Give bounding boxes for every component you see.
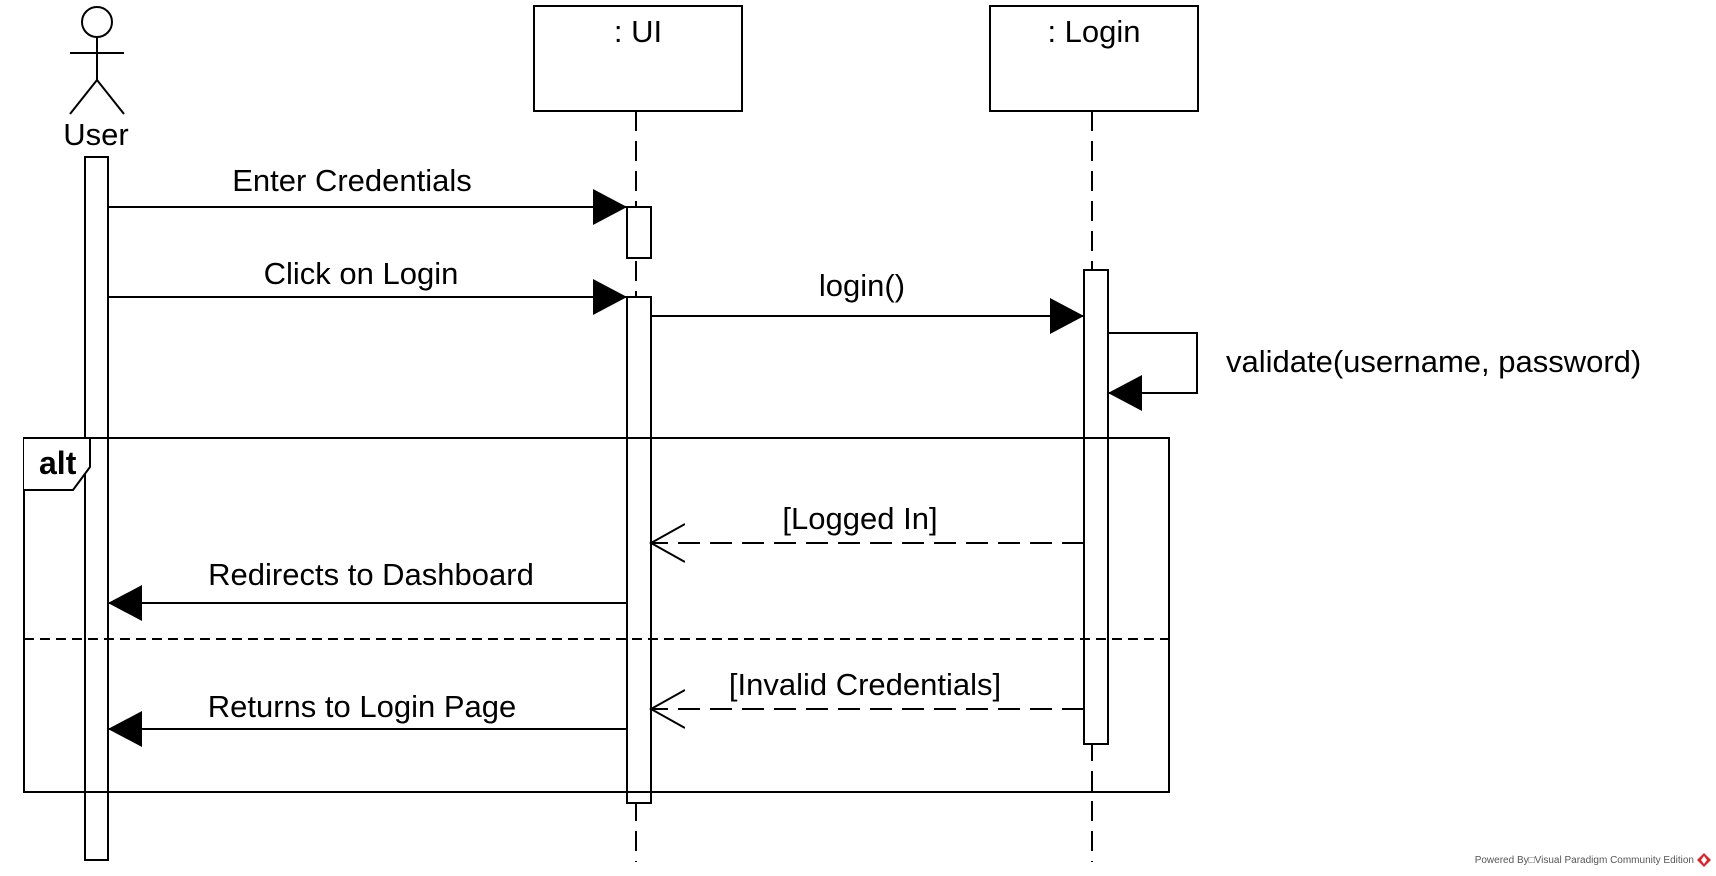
participant-ui-label: : UI xyxy=(614,14,662,49)
participant-login: : Login xyxy=(989,5,1199,112)
participant-login-label: : Login xyxy=(1047,14,1140,49)
message-click-login-label: Click on Login xyxy=(264,256,459,291)
alt-fragment: alt xyxy=(23,437,1170,793)
actor-user-label: User xyxy=(63,117,128,152)
activation-user xyxy=(84,156,109,861)
participant-ui-box xyxy=(533,5,743,112)
message-login-call: login() xyxy=(651,268,1084,334)
participant-login-box xyxy=(989,5,1199,112)
message-invalid-credentials-label: [Invalid Credentials] xyxy=(729,667,1001,702)
message-validate: validate(username, password) xyxy=(1108,332,1641,411)
alt-fragment-tab xyxy=(24,437,91,491)
activation-ui-1 xyxy=(626,206,652,259)
message-logged-in: [Logged In] xyxy=(651,501,1084,543)
powered-by-text: Powered By□Visual Paradigm Community Edi… xyxy=(1475,855,1694,866)
visual-paradigm-logo-icon xyxy=(1697,853,1711,867)
message-validate-label: validate(username, password) xyxy=(1226,344,1641,379)
alt-operator-label: alt xyxy=(39,445,77,481)
actor-user: User xyxy=(63,6,129,152)
message-enter-credentials: Enter Credentials xyxy=(108,163,627,225)
message-redirect: Redirects to Dashboard xyxy=(108,557,627,621)
participant-ui: : UI xyxy=(533,5,743,112)
message-click-login: Click on Login xyxy=(108,256,627,315)
message-logged-in-label: [Logged In] xyxy=(782,501,937,536)
message-enter-credentials-label: Enter Credentials xyxy=(232,163,472,198)
message-redirect-label: Redirects to Dashboard xyxy=(208,557,534,592)
message-returns-login: Returns to Login Page xyxy=(108,689,627,747)
powered-by-footer: Powered By□Visual Paradigm Community Edi… xyxy=(1475,853,1711,867)
message-invalid-credentials: [Invalid Credentials] xyxy=(651,667,1084,709)
activation-login xyxy=(1083,269,1109,745)
alt-fragment-frame xyxy=(23,437,1170,793)
message-login-call-label: login() xyxy=(819,268,905,303)
actor-head xyxy=(81,6,113,38)
activation-ui-2 xyxy=(626,296,652,804)
message-returns-login-label: Returns to Login Page xyxy=(208,689,517,724)
